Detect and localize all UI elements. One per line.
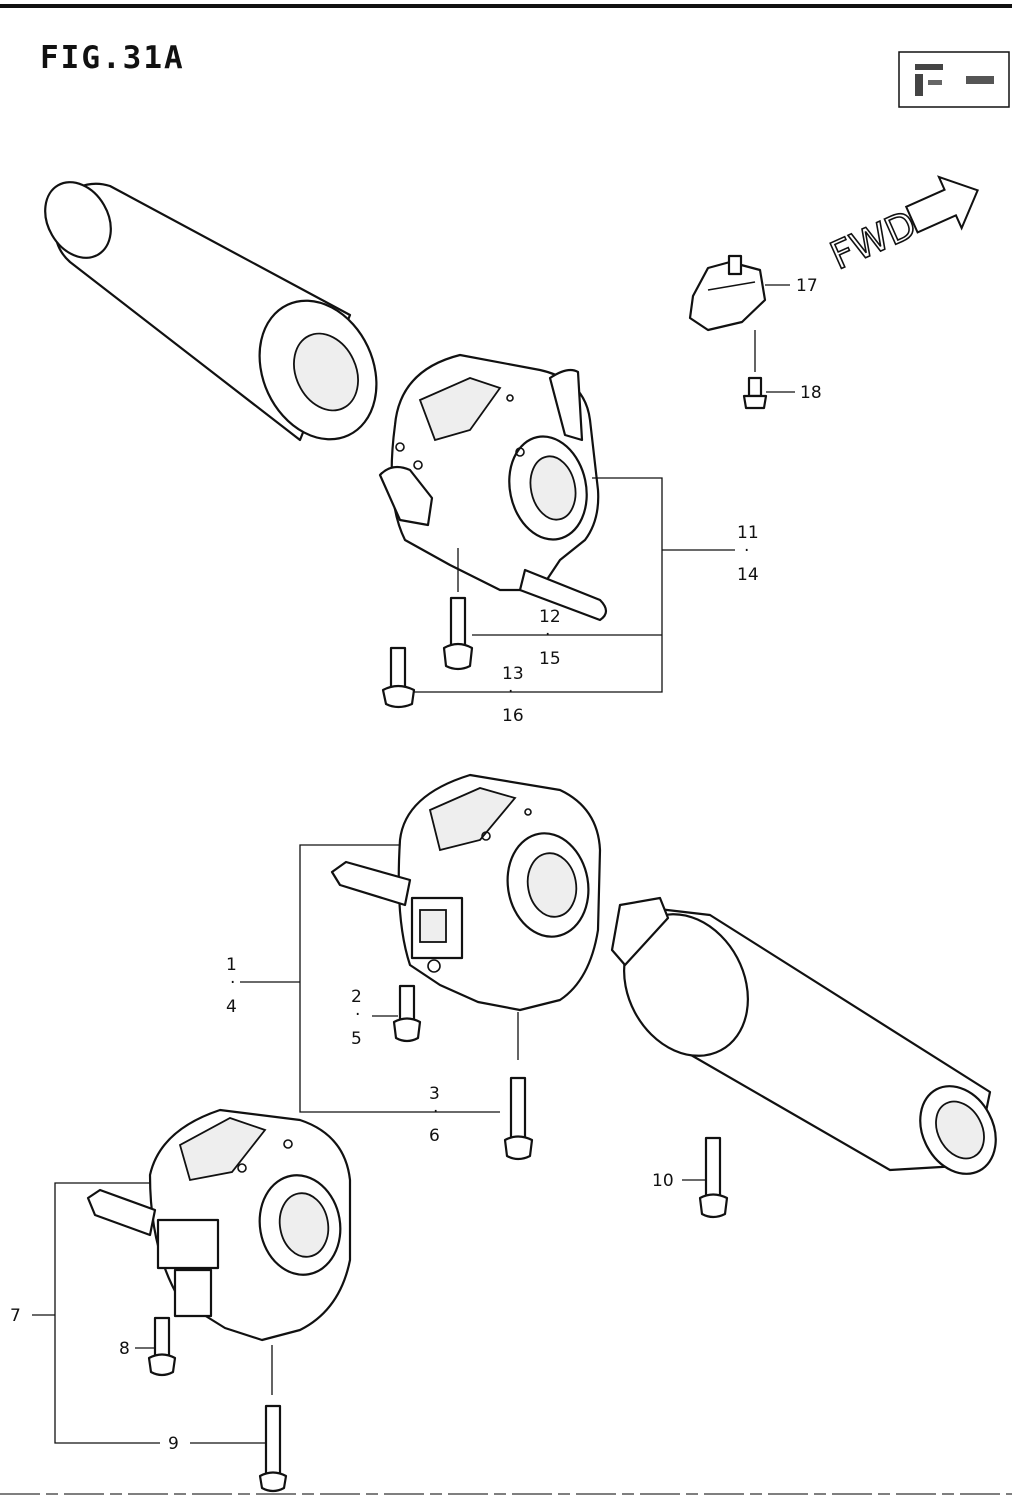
callout-4: 4 — [226, 997, 237, 1017]
callout-2: 2 — [351, 987, 362, 1007]
left-handlebar-grip — [44, 181, 378, 442]
svg-text:·: · — [508, 682, 513, 702]
model-thumbnail-icon — [898, 51, 1010, 108]
arrow-right-icon — [904, 175, 979, 234]
callout-labels: 17 18 11 · 14 12 · 15 13 · 16 1 · 4 2 · … — [10, 276, 822, 1454]
callout-13: 13 — [502, 664, 524, 684]
svg-text:·: · — [230, 973, 235, 993]
figure-title: FIG.31A — [40, 40, 185, 76]
lower-bracket-leaders — [32, 1182, 266, 1444]
callout-15: 15 — [539, 649, 561, 669]
callout-6: 6 — [429, 1126, 440, 1146]
callout-14: 14 — [737, 565, 759, 585]
right-handlebar-grip — [610, 896, 997, 1175]
svg-text:·: · — [545, 625, 550, 645]
callout-17: 17 — [796, 276, 818, 296]
screw-10 — [682, 1136, 729, 1219]
lower-switch-housing — [86, 1108, 352, 1342]
callout-1: 1 — [226, 955, 237, 975]
middle-switch-housing — [330, 773, 602, 1012]
screw-12-15 — [442, 548, 474, 671]
screw-2-5 — [392, 984, 422, 1043]
svg-text:·: · — [744, 541, 749, 561]
middle-bracket-leaders — [240, 844, 500, 1113]
callout-7: 7 — [10, 1306, 21, 1326]
screw-18 — [742, 330, 768, 410]
callout-3: 3 — [429, 1084, 440, 1104]
svg-text:·: · — [433, 1102, 438, 1122]
small-switch-part — [688, 254, 767, 332]
screw-13-16 — [381, 646, 416, 709]
callout-5: 5 — [351, 1029, 362, 1049]
callout-10: 10 — [652, 1171, 674, 1191]
fwd-direction-arrow: FWD — [823, 175, 979, 279]
callout-12: 12 — [539, 607, 561, 627]
callout-8: 8 — [119, 1339, 130, 1359]
callout-9: 9 — [168, 1434, 179, 1454]
upper-switch-housing — [378, 353, 608, 622]
callout-16: 16 — [502, 706, 524, 726]
callout-18: 18 — [800, 383, 822, 403]
screw-8 — [135, 1316, 177, 1377]
screw-9 — [258, 1345, 288, 1493]
upper-bracket-leaders — [414, 284, 795, 693]
svg-text:·: · — [355, 1005, 360, 1025]
fwd-label: FWD — [824, 202, 923, 278]
callout-11: 11 — [737, 523, 759, 543]
screw-3-6 — [503, 1012, 534, 1161]
